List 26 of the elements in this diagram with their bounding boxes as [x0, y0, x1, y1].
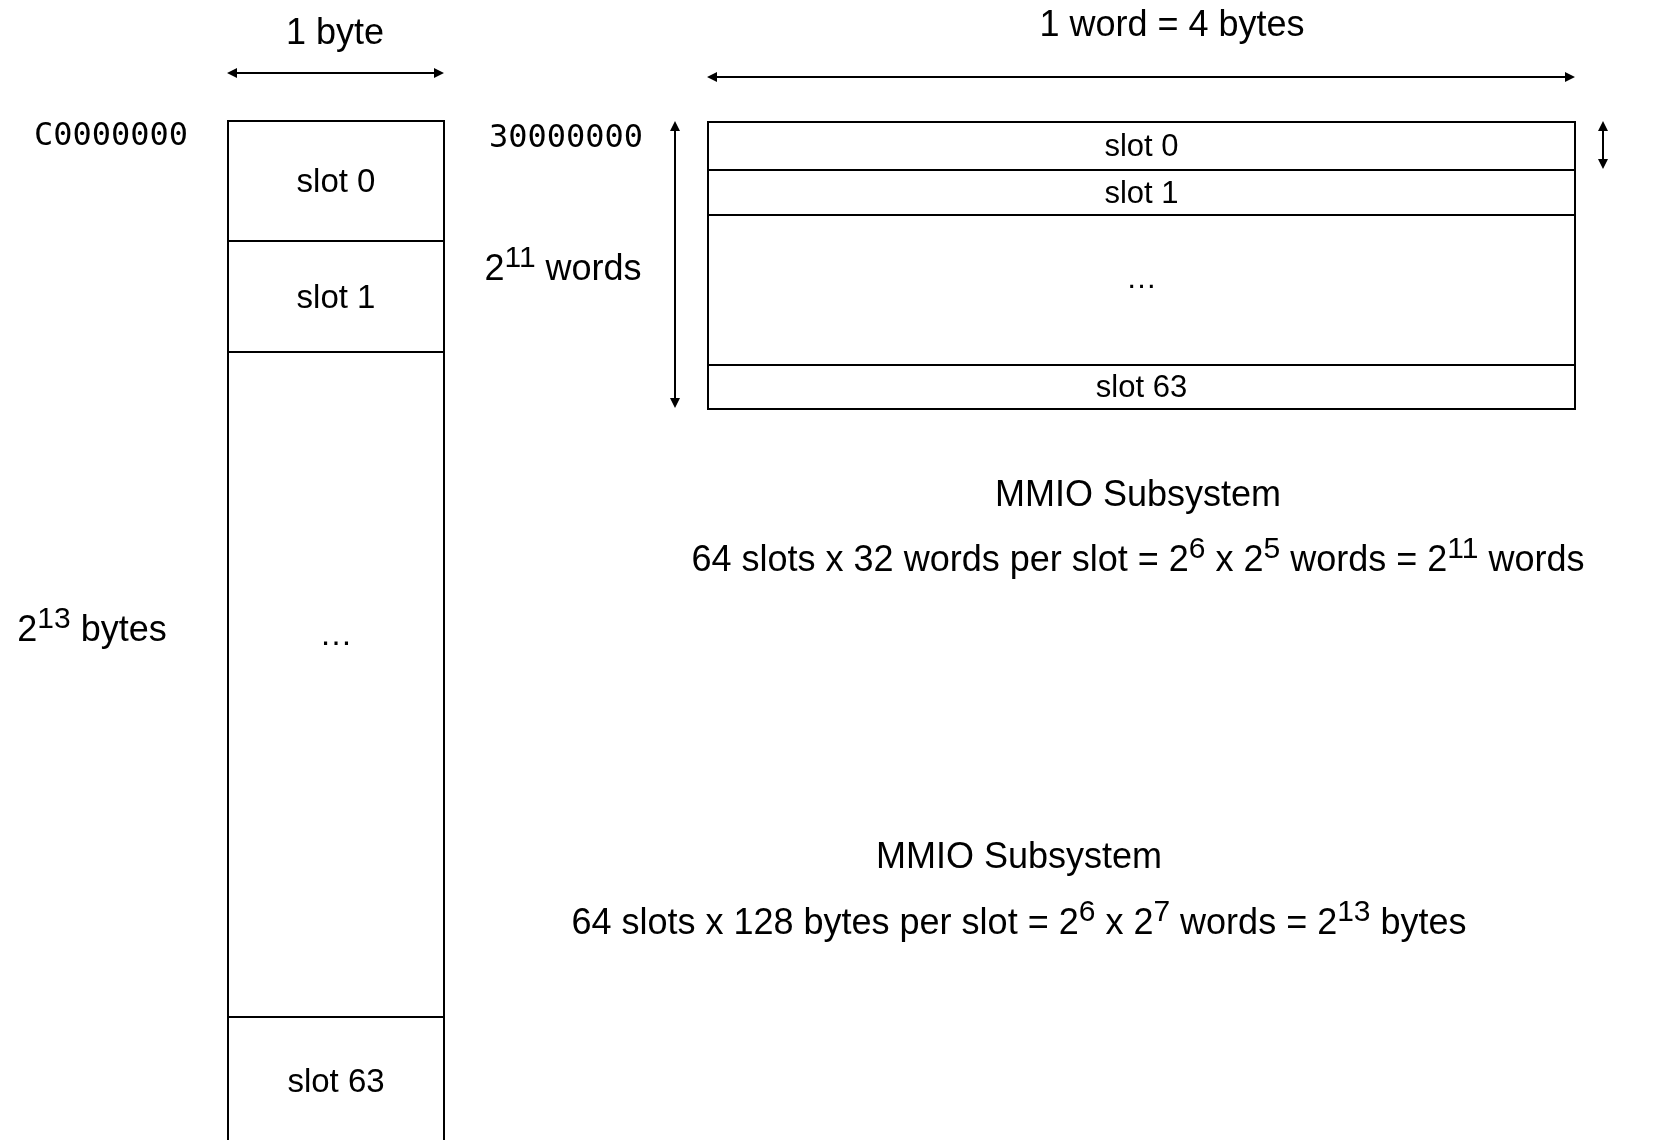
address-label: 30000000	[488, 117, 644, 155]
caption-text: 64 slots x 32 words per slot = 2$^{6}$ x 2$^{5}$ words = 2$^{11}$ words	[691, 530, 1585, 580]
caption-title: MMIO Subsystem	[875, 835, 1163, 877]
memory-slot-box	[227, 351, 445, 1018]
address-label: C0000000	[33, 115, 189, 153]
caption-title: MMIO Subsystem	[994, 473, 1282, 515]
memory-slot-box	[707, 121, 1576, 171]
memory-slot-box	[227, 120, 445, 242]
slot-label: slot 1	[296, 277, 376, 316]
memory-slot-box	[707, 169, 1576, 216]
caption-text: 64 slots x 128 bytes per slot = 2$^{6}$ x 2$^{7}$ words = 2$^{13}$ bytes	[571, 893, 1467, 943]
slot-label: slot 0	[296, 162, 376, 200]
dimension-label: 2$^{13}$ bytes	[17, 600, 167, 650]
dimension-label: 1 byte	[285, 11, 385, 53]
slot-label: slot 63	[1095, 369, 1188, 405]
memory-slot-box	[227, 1016, 445, 1140]
slot-label: slot 1	[1104, 174, 1179, 211]
memory-slot-box	[227, 240, 445, 353]
slot-label: …	[1126, 260, 1157, 296]
slot-label: slot 0	[1104, 128, 1179, 164]
dimension-label: 2$^{11}$ words	[484, 239, 642, 289]
memory-slot-box	[707, 364, 1576, 410]
slot-label: slot 63	[287, 1062, 385, 1100]
dimension-label: 1 word = 4 bytes	[1039, 3, 1305, 45]
slot-label: …	[319, 615, 353, 653]
memory-slot-box	[707, 214, 1576, 366]
